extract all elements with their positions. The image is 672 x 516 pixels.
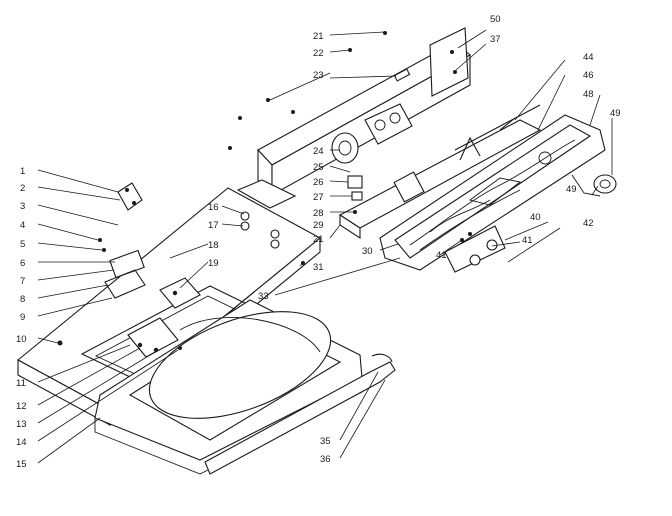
- callout-3: 3: [20, 201, 25, 212]
- callout-27: 27: [313, 192, 324, 203]
- callout-labels: 1 2 3 4 5 6 7 8 9 10 11 12 13 14 15 16 1…: [16, 14, 621, 470]
- callout-6: 6: [20, 258, 25, 269]
- callout-10: 10: [16, 334, 27, 345]
- callout-11: 11: [16, 378, 26, 389]
- callout-16: 16: [208, 202, 219, 213]
- callout-36: 36: [320, 454, 331, 465]
- callout-1: 1: [20, 166, 25, 177]
- callout-15: 15: [16, 459, 27, 470]
- control-knob: [571, 174, 617, 197]
- callout-41-right: 41: [522, 235, 533, 246]
- callout-49: 49: [566, 184, 577, 195]
- callout-30: 30: [362, 246, 373, 257]
- callout-2: 2: [20, 183, 25, 194]
- callout-42: 42: [583, 218, 594, 229]
- lid-hardware: [57, 182, 305, 358]
- callout-48: 49: [610, 108, 621, 119]
- callout-23: 23: [313, 70, 324, 81]
- callout-17: 17: [208, 220, 219, 231]
- callout-12: 12: [16, 401, 27, 412]
- callout-41-left: 41: [436, 250, 447, 261]
- callout-28: 28: [313, 208, 324, 219]
- callout-35: 35: [320, 436, 331, 447]
- callout-46: 48: [583, 89, 594, 100]
- callout-22: 22: [313, 48, 324, 59]
- callout-21-mid: 21: [313, 234, 324, 245]
- callout-8: 8: [20, 294, 25, 305]
- callout-14: 14: [16, 437, 27, 448]
- tub-ring-frame: [94, 299, 363, 475]
- callout-33: 33: [258, 291, 269, 302]
- callout-13: 13: [16, 419, 27, 430]
- callout-21-top: 21: [313, 31, 324, 42]
- console-front-panel: [379, 114, 606, 273]
- callout-29: 29: [313, 220, 324, 231]
- callout-37: 37: [490, 34, 501, 45]
- controls-group: [331, 103, 542, 240]
- callout-4: 4: [20, 220, 25, 231]
- console-backsplash: [228, 27, 471, 209]
- callout-40: 40: [530, 212, 541, 223]
- leader-lines: [37, 29, 613, 464]
- callout-31: 31: [313, 262, 324, 273]
- callout-5: 5: [20, 239, 25, 250]
- callout-24: 24: [313, 146, 324, 157]
- callout-9: 9: [20, 312, 25, 323]
- callout-44: 46: [583, 70, 594, 81]
- callout-19: 19: [208, 258, 219, 269]
- callout-26: 26: [313, 177, 324, 188]
- callout-7: 7: [20, 276, 25, 287]
- callout-25: 25: [313, 162, 324, 173]
- callout-50: 50: [490, 14, 501, 25]
- callout-43: 44: [583, 52, 594, 63]
- callout-18: 18: [208, 240, 219, 251]
- front-trim-strip: [204, 353, 396, 475]
